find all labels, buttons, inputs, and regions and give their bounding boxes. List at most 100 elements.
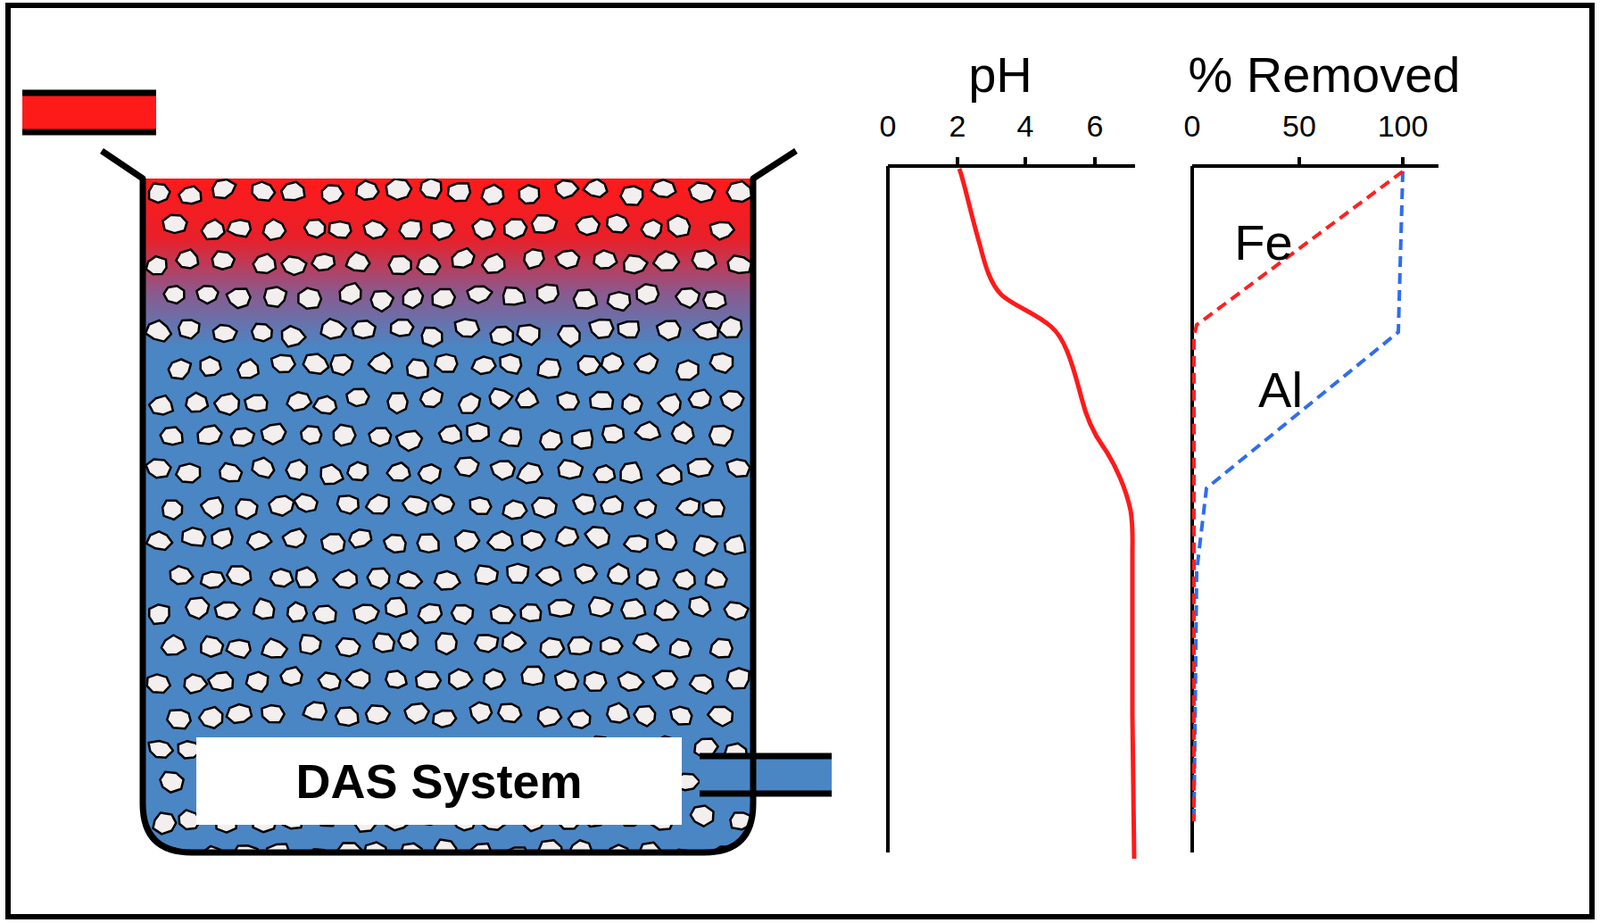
pebble	[219, 463, 242, 481]
pebble	[200, 636, 224, 657]
pebble	[207, 671, 233, 691]
pebble	[168, 359, 191, 380]
pebble	[406, 359, 429, 379]
pebble	[322, 184, 344, 204]
pebble	[149, 740, 175, 758]
pebble	[607, 291, 631, 311]
pebble	[432, 289, 456, 308]
pebble	[214, 393, 240, 415]
pebble	[247, 530, 272, 550]
pebble	[707, 706, 733, 727]
pebble	[676, 360, 699, 381]
fe-removal-line	[1193, 171, 1403, 821]
pebble	[574, 563, 597, 583]
pebble	[287, 602, 307, 622]
pebble	[636, 283, 659, 304]
pebble	[164, 285, 185, 304]
pebble	[475, 565, 498, 585]
pebble	[693, 321, 719, 340]
pebble	[594, 249, 618, 269]
pebble	[397, 630, 418, 650]
pebble	[202, 845, 226, 867]
pebble	[578, 356, 601, 375]
pebble	[321, 318, 347, 339]
tick-label: 100	[1377, 110, 1429, 141]
pebble	[352, 320, 376, 339]
pebble	[568, 710, 590, 729]
pebble	[215, 602, 241, 620]
pebble	[200, 356, 222, 376]
pebble	[390, 319, 414, 337]
pebble	[607, 563, 630, 585]
tick-label: 0	[879, 110, 897, 141]
pebble	[420, 388, 443, 407]
pebble	[517, 324, 540, 346]
pebble	[185, 597, 209, 620]
tank-wall	[101, 150, 796, 853]
pebble	[555, 249, 581, 269]
pebble	[455, 530, 480, 551]
pebble	[589, 391, 614, 410]
tank-water	[142, 178, 754, 853]
pebble	[558, 459, 583, 479]
pebble	[519, 184, 539, 204]
pebble	[670, 638, 692, 658]
pebble	[347, 462, 368, 481]
pebble	[557, 325, 580, 348]
pebble	[531, 215, 557, 233]
pebble	[175, 463, 200, 482]
pebble	[268, 495, 294, 515]
pebble	[728, 255, 753, 274]
pebble	[621, 598, 646, 619]
pebble	[398, 220, 422, 240]
pebble	[385, 597, 407, 617]
pebble	[251, 323, 273, 342]
pebble	[417, 255, 441, 275]
pebble	[675, 288, 700, 308]
pebble	[600, 637, 622, 655]
tick-label: 2	[949, 110, 967, 141]
pebble	[329, 221, 352, 238]
pebble	[353, 605, 380, 624]
pebble	[178, 319, 199, 339]
pebble	[503, 287, 525, 305]
pebble	[253, 253, 276, 274]
al-removal-line	[1193, 171, 1403, 821]
pebble	[671, 422, 695, 444]
pebble	[689, 596, 712, 617]
pebble	[162, 500, 183, 520]
pebble	[506, 563, 529, 583]
pebble	[538, 706, 562, 727]
pebble	[515, 388, 539, 407]
pebble	[264, 287, 287, 307]
pebble	[286, 459, 307, 481]
pebble	[431, 494, 455, 514]
pebble	[252, 182, 276, 201]
pebble	[653, 671, 678, 689]
pebble	[694, 535, 718, 556]
box-label: DAS System	[295, 753, 582, 809]
pebble	[226, 289, 251, 309]
pebble	[602, 424, 624, 443]
pebble	[313, 605, 337, 624]
pebble	[226, 565, 251, 585]
pebble	[555, 526, 579, 546]
pebble	[467, 286, 493, 304]
pebble	[692, 249, 717, 270]
pebble	[497, 704, 522, 722]
pebble	[470, 702, 492, 723]
pebble	[710, 638, 733, 658]
pebble	[531, 497, 556, 518]
pebble	[668, 215, 691, 237]
pebble	[298, 288, 322, 309]
pebble	[572, 430, 593, 449]
pebble	[387, 462, 411, 481]
pebble	[523, 248, 544, 269]
pebble	[304, 219, 325, 238]
pebble	[270, 568, 294, 587]
pebble	[387, 393, 407, 415]
pebble	[415, 671, 441, 689]
pebble	[600, 496, 623, 514]
pebble	[481, 184, 505, 205]
pebble	[331, 354, 354, 375]
